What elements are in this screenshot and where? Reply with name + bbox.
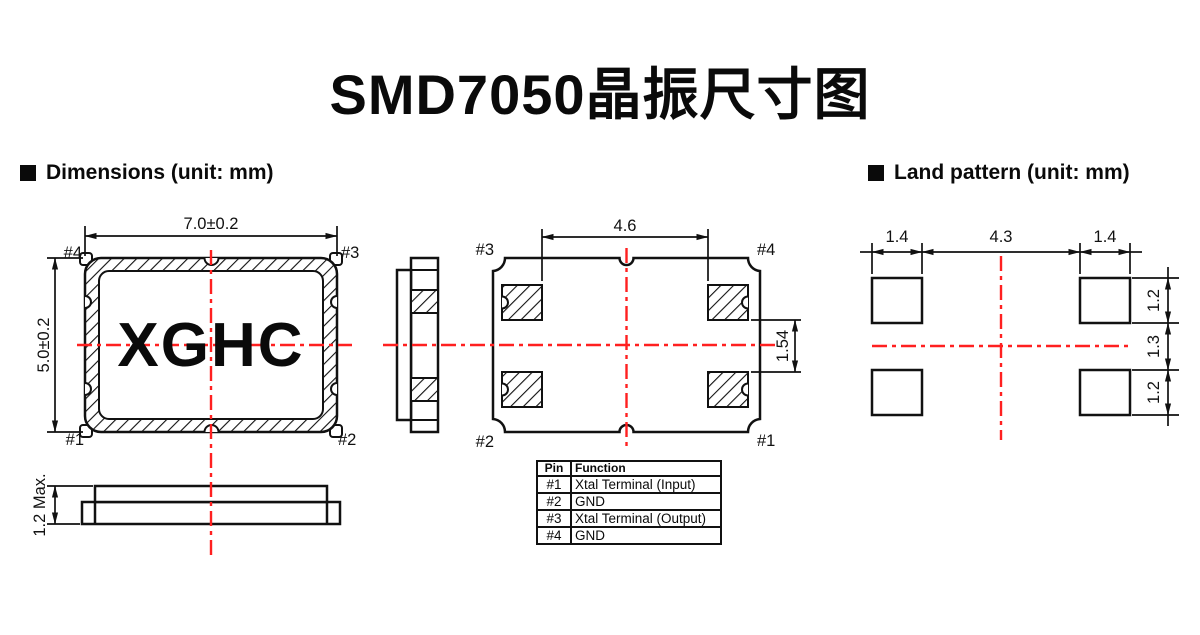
land-dim-top-height: 1.2 [1145,289,1163,312]
brand-marking: XGHC [117,311,304,380]
table-row: #2 GND [536,492,722,511]
land-dim-right: 1.4 [1094,228,1117,246]
land-dim-mid-gap: 1.3 [1145,335,1163,358]
table-header-row: Pin Function [536,460,722,477]
pin-cell: #3 [536,509,572,528]
land-dim-center: 4.3 [990,228,1013,246]
function-column-header: Function [570,460,722,477]
dimension-lines [47,226,1179,525]
bottom-view-pin3-label: #3 [476,241,494,259]
land-dim-left: 1.4 [886,228,909,246]
pin-column-header: Pin [536,460,572,477]
pin-cell: #4 [536,526,572,545]
dim-label-pad-gap: 1.54 [774,330,792,362]
function-cell: GND [570,526,722,545]
bottom-view-pin4-label: #4 [757,241,775,259]
table-row: #1 Xtal Terminal (Input) [536,475,722,494]
top-view-pin4-label: #4 [64,244,82,262]
pin-table: Pin Function #1 Xtal Terminal (Input) #2… [536,460,722,545]
dim-label-pad-span: 4.6 [614,217,637,235]
table-row: #4 GND [536,526,722,545]
land-dim-bottom-height: 1.2 [1145,381,1163,404]
centerlines [77,248,1130,557]
section-heading-land-pattern-label: Land pattern (unit: mm) [894,161,1130,184]
land-pattern-drawing [870,276,1132,417]
section-heading-land-pattern: Land pattern (unit: mm) [868,161,1130,185]
top-view-pin3-label: #3 [341,244,359,262]
table-row: #3 Xtal Terminal (Output) [536,509,722,528]
drawing-labels: XGHC 7.0±0.2 5.0±0.2 #4 #3 #1 #2 4.6 1.5… [31,215,1163,537]
top-view-pin1-label: #1 [66,431,84,449]
section-heading-dimensions-label: Dimensions (unit: mm) [46,161,274,184]
top-view-pin2-label: #2 [338,431,356,449]
section-marker-icon [868,165,884,181]
section-heading-dimensions: Dimensions (unit: mm) [20,161,274,185]
function-cell: Xtal Terminal (Output) [570,509,722,528]
function-cell: GND [570,492,722,511]
pin-cell: #1 [536,475,572,494]
dim-label-max-height: 1.2 Max. [31,473,49,536]
section-marker-icon [20,165,36,181]
bottom-view-pin2-label: #2 [476,433,494,451]
bottom-view-pin1-label: #1 [757,432,775,450]
pin-cell: #2 [536,492,572,511]
dim-label-height: 5.0±0.2 [35,318,53,373]
function-cell: Xtal Terminal (Input) [570,475,722,494]
dim-label-width: 7.0±0.2 [184,215,239,233]
page-title: SMD7050晶振尺寸图 [329,63,871,126]
